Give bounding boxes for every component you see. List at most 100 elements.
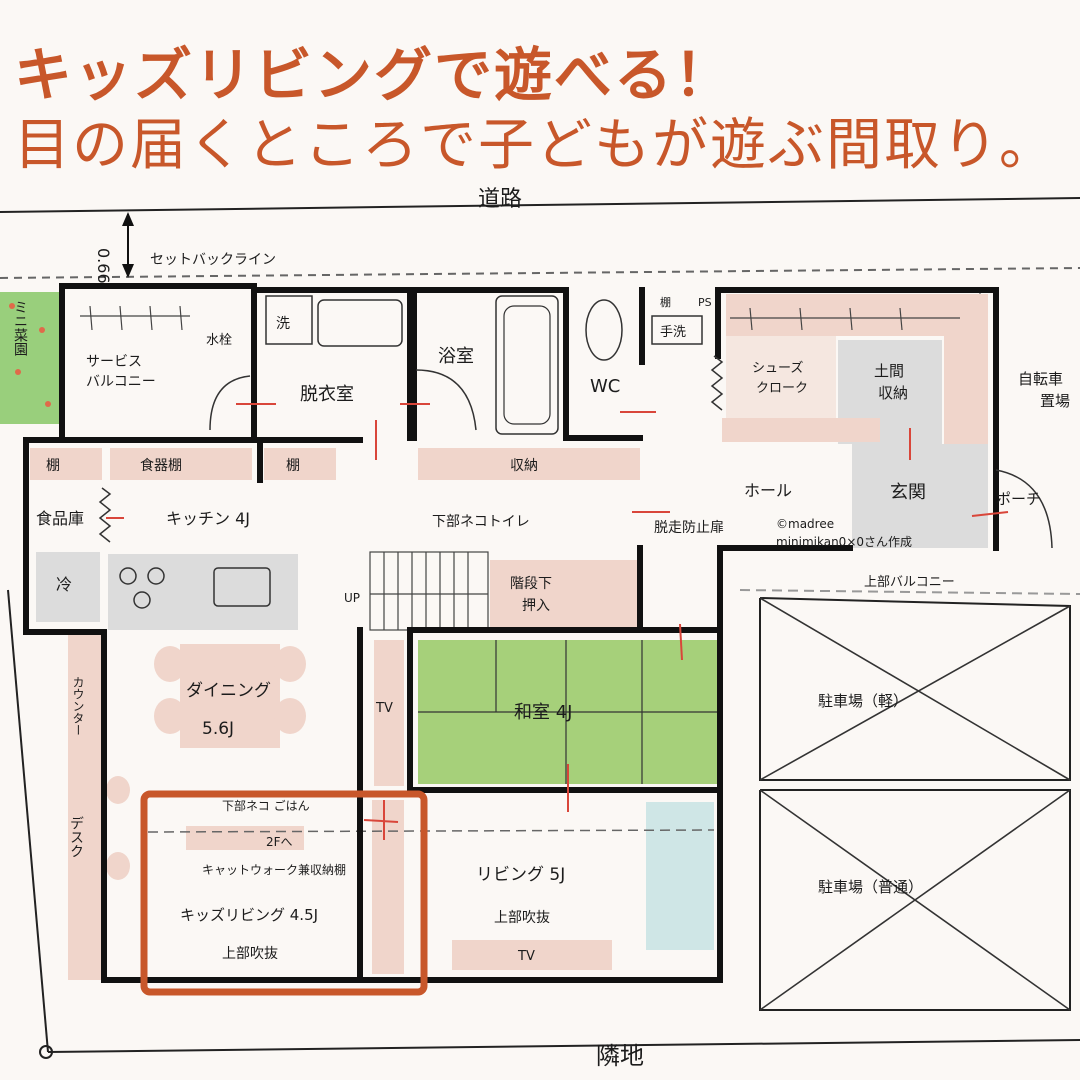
fridge-fill	[36, 552, 100, 622]
headline-line-1: キッズリビングで遊べる！	[14, 41, 735, 109]
shoe-cloak-label-1: シューズ	[752, 360, 803, 376]
stove-burner-2	[147, 567, 165, 585]
doma-storage-label-2: 収納	[878, 384, 908, 402]
tv-label-2: TV	[517, 949, 535, 964]
road-label: 道路	[478, 187, 522, 212]
washitsu-label: 和室 4J	[514, 702, 572, 723]
doors	[98, 355, 1053, 549]
catwalk-shelf-fill	[186, 826, 304, 850]
dish-shelf-label: 食器棚	[140, 457, 182, 474]
stove-burner-3	[133, 591, 151, 609]
open-ceiling-line	[147, 829, 715, 833]
wash-basin-label: 洗	[276, 316, 290, 332]
counter-desk-fill	[68, 632, 102, 980]
stairs-up-label: UP	[344, 591, 360, 605]
under-stairs-label-2: 押入	[522, 598, 550, 614]
hand-wash-box	[651, 315, 703, 345]
shelf-1-label: 棚	[46, 458, 60, 474]
dimension-arrow-top	[122, 212, 134, 226]
sofa-fill	[646, 802, 714, 950]
walls	[23, 283, 999, 983]
mini-garden-fill	[0, 292, 60, 424]
vanity	[317, 299, 403, 347]
shelf-1-fill	[30, 448, 102, 480]
tv-label-1: TV	[375, 701, 393, 716]
upper-balcony-line	[739, 589, 1080, 595]
cat-food-label: 下部ネコ ごはん	[222, 798, 310, 813]
kitchen-sink	[213, 567, 271, 607]
to-2f-label: 2Fへ	[266, 835, 293, 849]
staircase	[369, 551, 489, 631]
neighbor-label: 隣地	[596, 1042, 644, 1070]
dimension-arrow-bottom	[122, 264, 134, 278]
ps-label: PS	[698, 296, 712, 309]
dining-label-1: ダイニング	[186, 681, 271, 701]
faucet-label: 水栓	[206, 333, 232, 348]
dressing-room-label: 脱衣室	[300, 384, 354, 405]
catwalk-storage-label: キャットウォーク兼収納棚	[202, 862, 346, 877]
catwalk-rail	[80, 305, 960, 331]
porch-label: ポーチ	[996, 490, 1041, 508]
parking-normal-label: 駐車場（普通）	[818, 878, 923, 896]
stove-burner-1	[119, 567, 137, 585]
site-boundary-bottom	[47, 1039, 1080, 1053]
living-tv-board-fill	[452, 940, 612, 970]
under-stairs-label-1: 階段下	[510, 576, 552, 592]
setback-dimension: 0.66	[94, 248, 113, 284]
shelf-2-fill	[264, 448, 336, 480]
bath-label: 浴室	[438, 346, 474, 367]
bicycle-label-1: 自転車	[1018, 370, 1063, 388]
hall-label: ホール	[744, 481, 792, 500]
credit-author: minimikan0×0さん作成	[776, 535, 912, 549]
upper-balcony-label: 上部バルコニー	[864, 575, 955, 590]
storage-fill	[418, 448, 640, 480]
boundary-marker	[39, 1045, 53, 1059]
shoe-bench	[722, 418, 880, 442]
dish-shelf-fill	[110, 448, 252, 480]
parking-light-diagonal-2	[759, 605, 1071, 781]
dining-label-2: 5.6J	[202, 719, 234, 739]
storage-label: 収納	[510, 458, 538, 474]
credit-source: ©madree	[776, 517, 834, 531]
entrance-label: 玄関	[890, 482, 926, 503]
kids-living-highlight	[140, 790, 428, 996]
cat-toilet-label: 下部ネコトイレ	[432, 514, 530, 530]
tv-board-fill	[374, 640, 404, 786]
service-balcony-label-1: サービス	[86, 354, 142, 370]
dining-table-fill	[180, 644, 280, 748]
kids-open-above-label: 上部吹抜	[222, 946, 278, 962]
shoe-cloak-label-2: クローク	[756, 381, 808, 396]
shelf-2-label: 棚	[286, 458, 300, 474]
mini-garden-label: ミニ菜園	[12, 300, 28, 356]
parking-normal-diagonal-2	[759, 789, 1071, 1011]
desk-label: デスク	[68, 816, 84, 858]
road-edge-line	[0, 197, 1080, 213]
setback-label: セットバックライン	[150, 252, 276, 268]
parking-light-label: 駐車場（軽）	[818, 692, 908, 710]
service-balcony-label-2: バルコニー	[86, 374, 156, 390]
circulation-arrows	[106, 403, 1009, 840]
parking-light-diagonal-1	[759, 597, 1071, 781]
shoe-cloak-fill	[726, 294, 836, 442]
headline-line-2: 目の届くところで子どもが遊ぶ間取り。	[14, 113, 1057, 178]
bathtub	[495, 295, 559, 435]
fridge-label: 冷	[56, 575, 72, 594]
site-boundary-left	[7, 589, 49, 1053]
pantry-label: 食品庫	[36, 509, 84, 528]
under-stairs-fill	[490, 560, 640, 630]
kitchen-label: キッチン 4J	[166, 509, 250, 528]
hand-wash-label: 手洗	[660, 325, 686, 340]
living-open-above-label: 上部吹抜	[494, 910, 550, 926]
setback-line	[0, 267, 1080, 279]
kids-living-partition-fill	[372, 800, 404, 974]
doma-shelf-right	[944, 294, 988, 464]
toilet	[585, 299, 623, 361]
entrance-fill	[852, 444, 988, 548]
wc-label: WC	[590, 376, 620, 397]
anti-escape-door-label: 脱走防止扉	[654, 520, 724, 536]
doma-storage-label-1: 土間	[874, 362, 904, 380]
counter-label: カウンター	[71, 676, 85, 736]
living-label: リビング 5J	[476, 865, 565, 885]
